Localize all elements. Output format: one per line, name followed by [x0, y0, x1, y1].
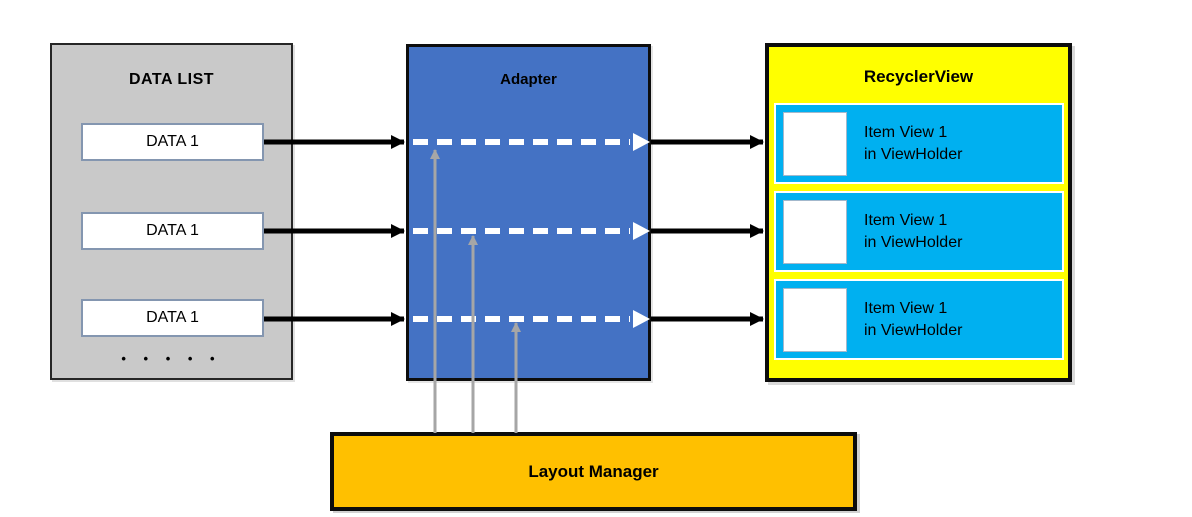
data-list-ellipsis: • • • • • — [121, 351, 222, 366]
item-view-1-line1: Item View 1 — [864, 123, 948, 141]
data-item-3: DATA 1 — [81, 299, 264, 337]
item-view-1-line2: in ViewHolder — [864, 145, 963, 163]
recyclerview-box: RecyclerView Item View 1 in ViewHolder I… — [765, 43, 1072, 382]
item-view-2-label: Item View 1 in ViewHolder — [864, 210, 962, 254]
item-view-3-line1: Item View 1 — [864, 299, 948, 317]
data-list-box: DATA LIST DATA 1 DATA 1 DATA 1 • • • • • — [50, 43, 293, 380]
item-view-3-thumbnail — [783, 288, 847, 352]
layout-manager-box: Layout Manager — [330, 432, 857, 511]
data-list-title: DATA LIST — [128, 71, 215, 88]
item-view-2-line1: Item View 1 — [864, 211, 948, 229]
data-item-2: DATA 1 — [81, 212, 264, 250]
item-view-2: Item View 1 in ViewHolder — [774, 191, 1064, 272]
adapter-title: Adapter — [500, 71, 557, 88]
item-view-3: Item View 1 in ViewHolder — [774, 279, 1064, 360]
recyclerview-title: RecyclerView — [863, 67, 974, 86]
item-view-2-thumbnail — [783, 200, 847, 264]
arrows-adapter-to-recycler — [651, 135, 764, 326]
item-view-1-thumbnail — [783, 112, 847, 176]
adapter-box: Adapter — [406, 44, 651, 381]
item-view-3-label: Item View 1 in ViewHolder — [864, 298, 962, 342]
layout-manager-title: Layout Manager — [528, 461, 659, 481]
item-view-1: Item View 1 in ViewHolder — [774, 103, 1064, 184]
item-view-3-line2: in ViewHolder — [864, 321, 963, 339]
item-view-2-line2: in ViewHolder — [864, 233, 963, 251]
data-item-1: DATA 1 — [81, 123, 264, 161]
item-view-1-label: Item View 1 in ViewHolder — [864, 122, 962, 166]
